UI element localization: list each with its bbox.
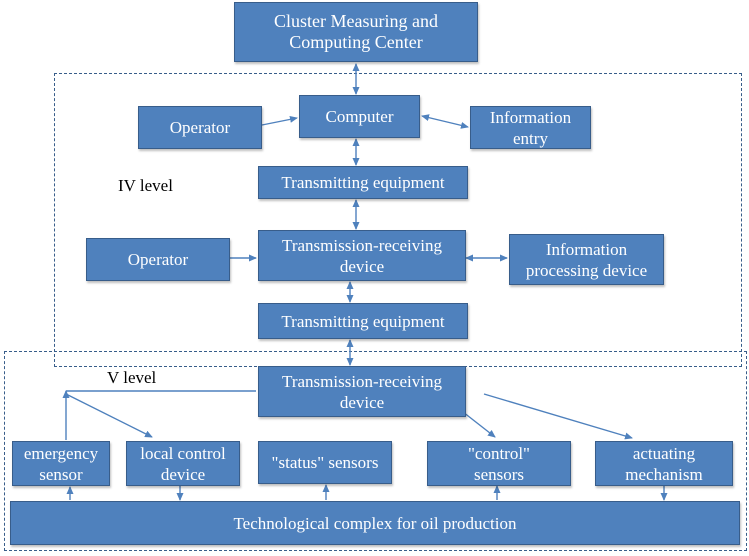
actuating-mechanism-box: actuating mechanism — [595, 441, 733, 486]
technological-complex-box: Technological complex for oil production — [10, 501, 740, 545]
status-sensors-box: "status" sensors — [258, 441, 392, 484]
arrow-trx-2-actuating — [483, 393, 633, 440]
level-v-region — [4, 351, 747, 551]
control-sensors-box: "control" sensors — [427, 441, 571, 486]
computer-box: Computer — [299, 95, 420, 138]
information-entry-box: Information entry — [470, 106, 591, 149]
transmitting-equipment-1-box: Transmitting equipment — [258, 166, 468, 199]
level-v-label: V level — [107, 368, 157, 387]
cluster-center-box: Cluster Measuring and Computing Center — [234, 2, 478, 62]
level-iv-label: IV level — [118, 176, 173, 195]
transmitting-equipment-2-box: Transmitting equipment — [258, 303, 468, 339]
operator-mid-box: Operator — [86, 238, 230, 281]
emergency-sensor-box: emergency sensor — [12, 441, 110, 486]
arrow-operator-computer — [261, 115, 298, 126]
local-control-device-box: local control device — [126, 441, 240, 486]
transmission-receiving-1-box: Transmission-receiving device — [258, 230, 466, 281]
information-processing-box: Information processing device — [509, 234, 664, 285]
arrow-computer-information-entry — [421, 114, 469, 129]
arrow-to-local-control — [65, 393, 153, 438]
transmission-receiving-2-box: Transmission-receiving device — [258, 366, 466, 417]
operator-top-box: Operator — [138, 106, 262, 149]
